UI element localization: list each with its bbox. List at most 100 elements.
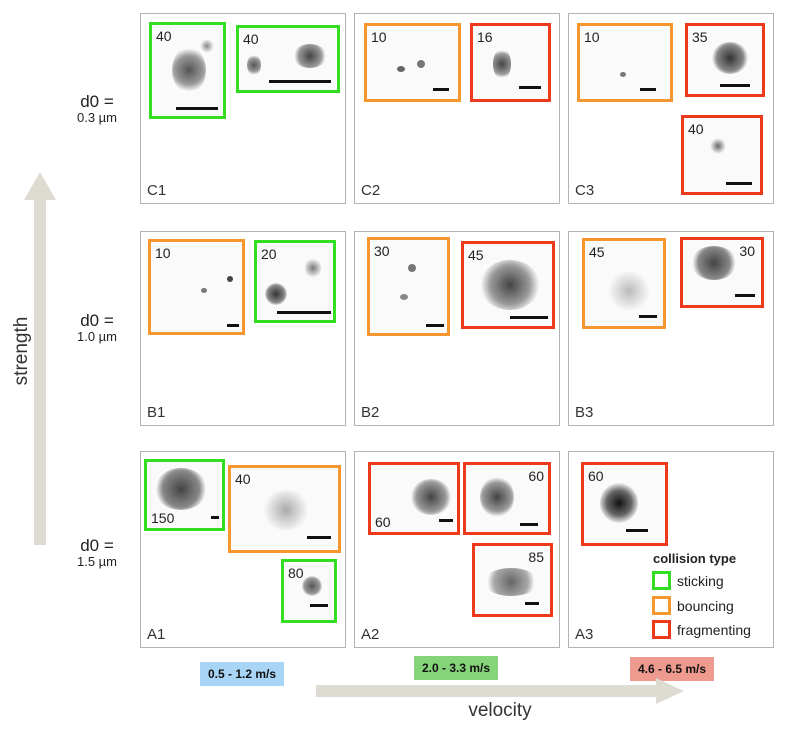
aggregate-image (483, 568, 539, 596)
thumb-bouncing: 10 (148, 239, 245, 335)
aggregate-image (411, 479, 451, 515)
panel-label: A2 (361, 626, 380, 643)
scale-bar (439, 519, 453, 522)
aggregate-image (620, 72, 626, 77)
scale-bar (720, 84, 750, 87)
thumb-number: 10 (371, 29, 387, 45)
scale-bar (626, 529, 648, 532)
thumb-sticking: 150 (144, 459, 225, 531)
scale-bar (639, 315, 657, 318)
scale-bar (640, 88, 656, 91)
legend-label-sticking: sticking (677, 573, 724, 589)
velocity-arrow (316, 678, 684, 704)
thumb-sticking: 80 (281, 559, 337, 623)
aggregate-image (493, 48, 511, 80)
thumb-number: 45 (468, 247, 484, 263)
thumb-fragmenting: 30 (680, 237, 764, 308)
d0-value: 0.3 µm (76, 110, 117, 125)
aggregate-image (155, 468, 207, 510)
panel-label: C3 (575, 182, 595, 199)
thumb-number: 150 (151, 510, 175, 526)
scale-bar (735, 294, 755, 297)
thumb-number: 60 (528, 468, 544, 484)
panel-b3: 45 30 B3 (568, 231, 774, 426)
thumb-bouncing: 30 (367, 237, 450, 336)
aggregate-image (305, 257, 321, 279)
panel-label: B2 (361, 404, 380, 421)
aggregate-image (200, 39, 214, 53)
thumb-number: 45 (589, 244, 605, 260)
d0-symbol: d0 = (80, 311, 114, 330)
thumb-number: 20 (261, 246, 277, 262)
thumb-fragmenting: 35 (685, 23, 765, 97)
strength-label: strength (11, 316, 32, 386)
thumb-number: 40 (243, 31, 259, 47)
aggregate-image (247, 54, 261, 76)
thumb-bouncing: 45 (582, 238, 666, 329)
thumb-fragmenting: 16 (470, 23, 551, 102)
thumb-number: 85 (528, 549, 544, 565)
panel-label: C2 (361, 182, 381, 199)
aggregate-image (265, 283, 287, 305)
legend-title: collision type (653, 551, 737, 566)
thumb-fragmenting: 60 (581, 462, 668, 546)
thumb-number: 60 (588, 468, 604, 484)
d0-symbol: d0 = (80, 536, 114, 555)
thumb-number: 30 (374, 243, 390, 259)
legend-label-bouncing: bouncing (677, 598, 734, 614)
velocity-label-low: 0.5 - 1.2 m/s (200, 662, 284, 686)
aggregate-image (400, 294, 408, 300)
thumb-fragmenting: 45 (461, 241, 555, 329)
aggregate-image (172, 47, 206, 93)
panel-a1: 150 40 80 A1 (140, 451, 346, 648)
aggregate-image (480, 260, 540, 310)
panel-b1: 10 20 B1 (140, 231, 346, 426)
scale-bar (307, 536, 331, 539)
aggregate-image (417, 60, 425, 68)
row-label-c: d0 = 0.3 µm (62, 93, 132, 126)
legend-swatch-fragmenting (652, 620, 671, 639)
legend-swatch-sticking (652, 571, 671, 590)
thumb-fragmenting: 60 (463, 462, 551, 535)
thumb-number: 30 (739, 243, 755, 259)
d0-value: 1.5 µm (76, 554, 117, 569)
aggregate-image (408, 264, 416, 272)
thumb-bouncing: 10 (577, 23, 673, 102)
thumb-number: 10 (584, 29, 600, 45)
velocity-label-mid: 2.0 - 3.3 m/s (414, 656, 498, 680)
panel-a3: 60 collision type sticking bouncing frag… (568, 451, 774, 648)
scale-bar (227, 324, 239, 327)
thumb-number: 16 (477, 29, 493, 45)
aggregate-image (201, 288, 207, 293)
panel-label: C1 (147, 182, 167, 199)
scale-bar (277, 311, 331, 314)
panel-label: B1 (147, 404, 166, 421)
thumb-number: 40 (688, 121, 704, 137)
thumb-bouncing: 40 (228, 465, 341, 553)
scale-bar (433, 88, 449, 91)
strength-arrow (24, 172, 56, 545)
aggregate-image (227, 276, 233, 282)
velocity-axis-label: velocity (468, 700, 532, 721)
scale-bar (510, 316, 548, 319)
panel-label: B3 (575, 404, 594, 421)
panel-a2: 60 60 85 A2 (354, 451, 560, 648)
velocity-label-high: 4.6 - 6.5 m/s (630, 657, 714, 681)
aggregate-image (293, 44, 327, 68)
panel-label: A3 (575, 626, 594, 643)
panel-c2: 10 16 C2 (354, 13, 560, 204)
aggregate-image (261, 490, 311, 530)
scale-bar (726, 182, 752, 185)
scale-bar (269, 80, 331, 83)
aggregate-image (607, 271, 651, 311)
thumb-fragmenting: 85 (472, 543, 553, 617)
thumb-number: 80 (288, 565, 304, 581)
thumb-number: 40 (156, 28, 172, 44)
thumb-sticking: 40 (236, 25, 340, 93)
panel-c1: 40 40 C1 (140, 13, 346, 204)
scale-bar (426, 324, 444, 327)
thumb-fragmenting: 40 (681, 115, 763, 195)
thumb-number: 60 (375, 514, 391, 530)
scale-bar (520, 523, 538, 526)
scale-bar (525, 602, 539, 605)
